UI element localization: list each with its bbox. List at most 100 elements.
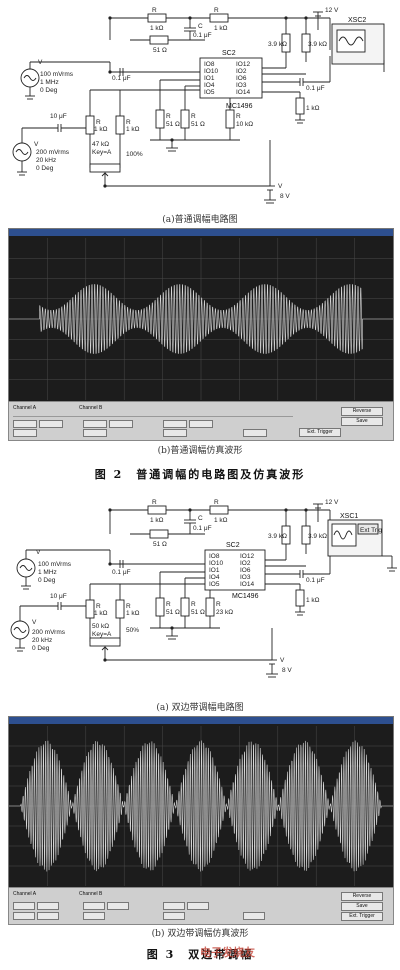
fig3-ctrl-btn-8[interactable] [37,912,59,920]
fig3-r1k-l2: 1 kΩ [126,610,140,617]
fig2-ctrl-divider [13,416,293,417]
fig3-percent: 50% [126,627,139,634]
fig2-c01-top: 0.1 μF [193,32,212,39]
fig3-ctrl-btn-3[interactable] [83,902,105,910]
fig2-pin-r2: IO2 [236,68,247,75]
fig3-r39k-b: 3.9 kΩ [308,533,327,540]
fig2-supply-pos: 12 V [325,7,339,14]
fig3-pin-r1: IO12 [240,553,254,560]
fig3-scope-ext: Ext Trig [360,527,382,534]
svg-text:V: V [34,141,39,148]
fig2-key: Key=A [92,149,112,156]
fig2-pin-l4: IO4 [204,82,215,89]
fig3-r1k-right: 1 kΩ [306,597,320,604]
svg-text:R: R [96,603,101,610]
fig3-ctrl-btn-6[interactable] [187,902,209,910]
fig3-pin-l2: IO10 [209,560,223,567]
svg-text:V: V [38,59,43,66]
fig2-ctrl-btn-9[interactable] [163,429,187,437]
fig2-v1-phase: 0 Deg [40,87,58,94]
fig2-r51-a: 51 Ω [166,121,180,128]
fig3-c01-right: 0.1 μF [306,577,325,584]
fig2-r47k: 47 kΩ [92,141,109,148]
fig3-pin-r5: IO14 [240,581,254,588]
fig2-pin-l1: IO8 [204,61,215,68]
fig2-scope-titlebar [9,229,393,236]
fig3-save-button[interactable]: Save [341,902,383,911]
fig2-ctrl-btn-7[interactable] [13,429,37,437]
fig2-ctrl-btn-1[interactable] [13,420,37,428]
fig3-ctrl-btn-7[interactable] [13,912,35,920]
fig2-ctrl-btn-2[interactable] [39,420,63,428]
fig3-ctrl-btn-5[interactable] [163,902,185,910]
svg-text:V: V [32,619,37,626]
fig2-v2-rms: 200 mVrms [36,149,70,156]
fig2-r39k-b: 3.9 kΩ [308,41,327,48]
fig3-pin-l4: IO4 [209,574,220,581]
svg-text:R: R [216,601,221,608]
svg-text:R: R [166,601,171,608]
svg-text:R: R [236,113,241,120]
svg-text:R: R [166,113,171,120]
fig3-r51-b: 51 Ω [191,609,205,616]
fig2-r10k: 10 kΩ [236,121,253,128]
fig2-caption-b: (b)普通调幅仿真波形 [157,446,243,456]
svg-text:V: V [280,657,285,664]
fig3-caption-main: 图 3 双边带调幅 [146,948,254,961]
fig3-ctrl-btn-11[interactable] [243,912,265,920]
fig2-r51-top: 51 Ω [153,47,167,54]
fig2-ctrl-btn-8[interactable] [83,429,107,437]
fig2-pin-r1: IO12 [236,61,250,68]
fig2-reverse-button[interactable]: Reverse [341,407,383,416]
svg-text:R: R [191,113,196,120]
fig2-pin-r4: IO3 [236,82,247,89]
fig3-ext-trigger-button[interactable]: Ext. Trigger [341,912,383,921]
fig2-c10u: 10 μF [50,113,67,120]
fig3-scope-screen [8,716,394,888]
fig3-key: Key=A [92,631,112,638]
fig3-ctrl-btn-1[interactable] [13,902,35,910]
fig3-ctrl-btn-2[interactable] [37,902,59,910]
fig3-supply-neg: 8 V [282,667,292,674]
svg-text:R: R [214,7,219,14]
fig3-pin-l3: IO1 [209,567,220,574]
fig2-pin-l2: IO10 [204,68,218,75]
fig3-ctrl-grid [13,902,313,920]
fig2-ext-trigger-button[interactable]: Ext. Trigger [299,428,341,437]
fig2-chip-model: MC1496 [226,103,253,110]
fig2-trace [9,284,393,354]
svg-text:R: R [214,499,219,506]
fig2-r1k-a: 1 kΩ [150,25,164,32]
fig3-ctrl-btn-4[interactable] [107,902,129,910]
fig2-save-button[interactable]: Save [341,417,383,426]
fig3-pin-l5: IO5 [209,581,220,588]
fig3-v2-phase: 0 Deg [32,645,50,652]
fig2-r1k-l1: 1 kΩ [94,126,108,133]
fig2-ctrl-btn-6[interactable] [189,420,213,428]
fig3-chip-model: MC1496 [232,593,259,600]
fig3-ctrl-btn-10[interactable] [163,912,185,920]
fig3-r51-a: 51 Ω [166,609,180,616]
fig2-circuit-svg: R1 kΩ R1 kΩ C0.1 μF 51 Ω SC2 IO8 IO10 IO… [12,7,385,204]
fig3-caption-b: (b) 双边带调幅仿真波形 [151,929,249,939]
fig2-ctrl-btn-3[interactable] [83,420,107,428]
fig3-c01-top: 0.1 μF [193,525,212,532]
svg-text:R: R [126,603,131,610]
fig2-ctrl-btn-4[interactable] [109,420,133,428]
fig2-caption-main: 图 2 普通调幅的电路图及仿真波形 [94,468,306,481]
fig2-waveform [9,238,393,400]
fig3-ctrl-btn-9[interactable] [83,912,105,920]
fig3-pin-r2: IO2 [240,560,251,567]
fig3-reverse-button[interactable]: Reverse [341,892,383,901]
fig2-percent: 100% [126,151,143,158]
fig2-ctrl-btn-5[interactable] [163,420,187,428]
fig2-pin-l5: IO5 [204,89,215,96]
svg-text:V: V [36,549,41,556]
fig2-ctrl-btn-10[interactable] [243,429,267,437]
fig3-r1k-l1: 1 kΩ [94,610,108,617]
fig3-pin-l1: IO8 [209,553,220,560]
fig3-pin-r3: IO6 [240,567,251,574]
svg-text:C: C [198,515,203,522]
